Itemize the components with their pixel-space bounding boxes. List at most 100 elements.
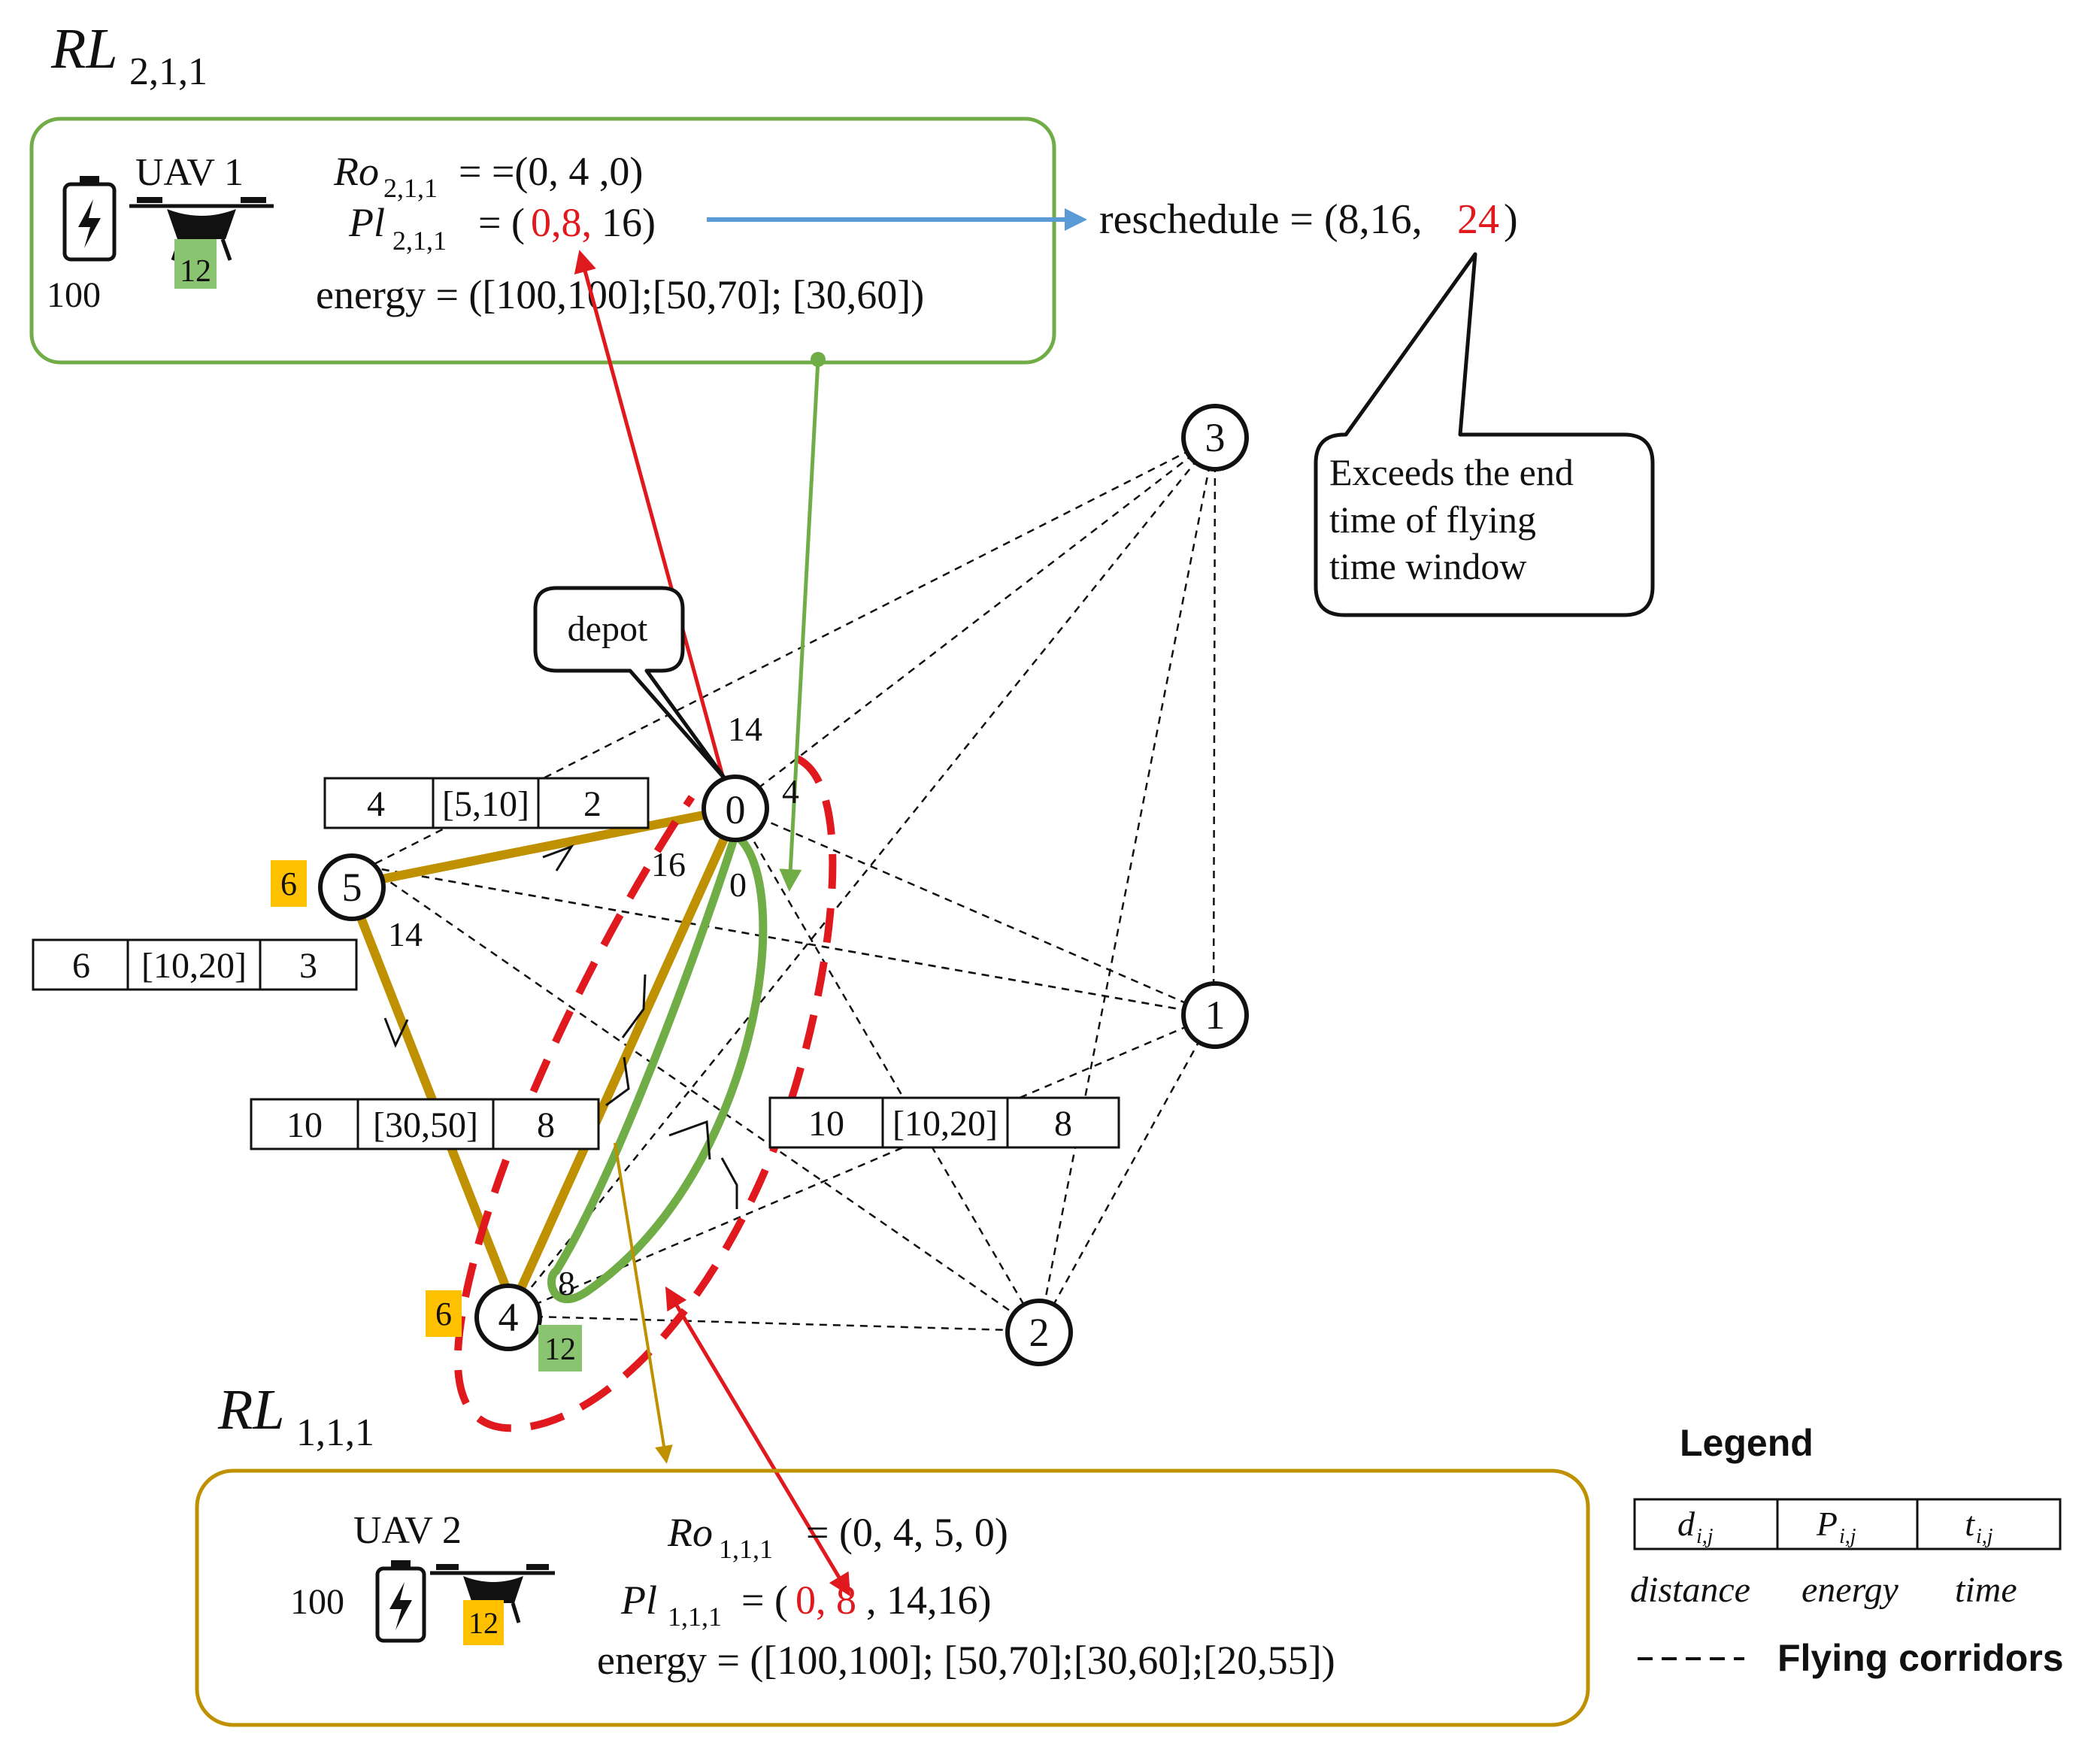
legend-cell-distance-sub: i,j — [1696, 1525, 1714, 1548]
node-3-label: 3 — [1205, 415, 1226, 460]
battery-icon — [375, 1560, 426, 1643]
node-5: 5 — [318, 853, 386, 921]
drone-icon — [430, 1564, 555, 1623]
uav1-battery-value: 100 — [47, 275, 101, 315]
uav1-pl-label: Pl — [348, 200, 385, 245]
flying-corridors — [347, 436, 1217, 1332]
reschedule-close: ) — [1504, 196, 1518, 243]
red-arrow-to-uav1 — [574, 250, 729, 790]
edge-top-energy: [5,10] — [442, 784, 529, 824]
uav2-battery-value: 100 — [290, 1582, 344, 1622]
uav2-pl-sub: 1,1,1 — [668, 1602, 722, 1632]
node-4: 4 — [474, 1284, 542, 1351]
red-arrow-to-uav2 — [665, 1286, 851, 1597]
time-label-0: 0 — [729, 865, 747, 904]
rl-top-title: RL 2,1,1 — [50, 17, 208, 93]
uav1-pl-sub: 2,1,1 — [392, 226, 447, 256]
depot-callout: depot — [533, 586, 729, 783]
drone-icon — [129, 197, 274, 261]
edge-midleft-distance: 10 — [286, 1105, 323, 1145]
node-2-label: 2 — [1029, 1310, 1050, 1355]
uav1-pl-red: 0,8, — [531, 200, 592, 245]
uav1-route-loop — [547, 828, 768, 1304]
highlight-ellipse — [453, 754, 837, 1432]
reschedule-red: 24 — [1457, 196, 1499, 243]
uav2-assign-arrow — [614, 1142, 673, 1464]
edge-top-distance: 4 — [367, 784, 385, 824]
reschedule-label: reschedule = (8,16, — [1099, 196, 1423, 243]
legend-cell-distance: d — [1677, 1505, 1695, 1543]
route-direction-marks — [383, 844, 647, 1107]
node-4-label: 4 — [498, 1295, 519, 1340]
uav2-pl-eq: = ( — [741, 1578, 788, 1623]
edge-top-time: 2 — [583, 784, 602, 824]
reschedule-text: reschedule = (8,16, 24 ) — [1099, 196, 1518, 243]
node-4-payload-badge — [426, 1290, 462, 1337]
uav1-assign-arrow — [779, 359, 820, 892]
legend-title: Legend — [1680, 1422, 1814, 1464]
legend-cell-time: t — [1965, 1505, 1975, 1543]
uav1-payload-badge — [174, 239, 217, 289]
legend-cell-energy-sub: i,j — [1839, 1525, 1856, 1548]
edge-midright-energy: [10,20] — [892, 1104, 998, 1144]
time-label-14-node5: 14 — [388, 915, 423, 953]
uav1-ro-value: = =(0, 4 ,0) — [459, 149, 643, 194]
uav1-panel-frame — [29, 117, 1056, 365]
uav1-panel: 100 UAV 1 12 Ro 2,1,1 = =(0, 4 ,0) Pl 2,… — [29, 117, 1056, 365]
edge-label-top: 4 [5,10] 2 — [323, 777, 650, 829]
node-4-green-badge — [538, 1325, 582, 1372]
exceeds-line-2: time of flying — [1329, 499, 1536, 541]
node-0-label: 0 — [726, 787, 746, 832]
uav1-loop-chevrons — [668, 1120, 738, 1209]
rl-bottom-title-sub: 1,1,1 — [296, 1411, 374, 1454]
legend: Legend d i,j P i,j t i,j distance energy… — [1630, 1422, 2064, 1679]
uav1-arrow-dot — [811, 352, 826, 367]
rl-bottom-title: RL 1,1,1 — [217, 1378, 374, 1454]
uav1-payload-value: 12 — [180, 254, 211, 289]
uav2-panel: UAV 2 100 12 Ro 1,1,1 = (0, 4, 5, 0) Pl … — [195, 1469, 1590, 1727]
edge-midleft-time: 8 — [537, 1105, 555, 1145]
uav2-ro-value: = (0, 4, 5, 0) — [806, 1510, 1008, 1555]
edge-label-left: 6 [10,20] 3 — [32, 938, 358, 991]
rl-top-title-main: RL — [50, 17, 118, 80]
edge-left-energy: [10,20] — [141, 946, 247, 986]
uav2-payload-value: 12 — [468, 1606, 498, 1640]
time-label-8: 8 — [558, 1264, 575, 1302]
time-label-16: 16 — [651, 845, 686, 884]
depot-label: depot — [568, 609, 648, 649]
legend-caption-energy: energy — [1802, 1570, 1899, 1610]
uav2-pl-red: 0, 8 — [795, 1578, 856, 1623]
node-2: 2 — [1005, 1299, 1073, 1366]
legend-corridors-label: Flying corridors — [1777, 1637, 2064, 1679]
node-4-payload-value: 6 — [435, 1296, 452, 1332]
uav2-pl-rest: , 14,16) — [866, 1578, 991, 1623]
node-1: 1 — [1181, 981, 1249, 1049]
edge-midright-distance: 10 — [808, 1104, 844, 1144]
uav2-payload-badge — [463, 1600, 504, 1645]
edge-midright-time: 8 — [1054, 1104, 1072, 1144]
legend-caption-distance: distance — [1630, 1570, 1750, 1610]
edge-left-time: 3 — [299, 946, 317, 986]
edge-label-mid-left: 10 [30,50] 8 — [250, 1098, 600, 1150]
uav2-energy: energy = ([100,100]; [50,70];[30,60];[20… — [597, 1638, 1335, 1683]
uav1-pl-eq: = ( — [478, 200, 525, 245]
uav1-ro-label: Ro — [333, 149, 379, 194]
uav1-name: UAV 1 — [135, 151, 244, 194]
node-4-green-value: 12 — [544, 1332, 576, 1367]
node-3: 3 — [1181, 404, 1249, 471]
uav1-energy: energy = ([100,100];[50,70]; [30,60]) — [316, 272, 924, 317]
uav1-ro-sub: 2,1,1 — [383, 173, 438, 203]
exceeds-line-3: time window — [1329, 545, 1526, 587]
uav2-ro-sub: 1,1,1 — [719, 1534, 773, 1564]
uav2-pl-label: Pl — [620, 1578, 657, 1623]
uav2-name: UAV 2 — [353, 1509, 462, 1552]
exceeds-line-1: Exceeds the end — [1329, 451, 1574, 493]
node-5-payload-value: 6 — [280, 865, 297, 902]
uav2-ro-label: Ro — [667, 1510, 713, 1555]
node-1-label: 1 — [1205, 993, 1226, 1038]
legend-cell-energy: P — [1816, 1505, 1838, 1543]
uav1-pl-rest: 16) — [602, 200, 656, 245]
node-5-label: 5 — [342, 865, 362, 910]
exceeds-callout: Exceeds the end time of flying time wind… — [1314, 252, 1655, 617]
